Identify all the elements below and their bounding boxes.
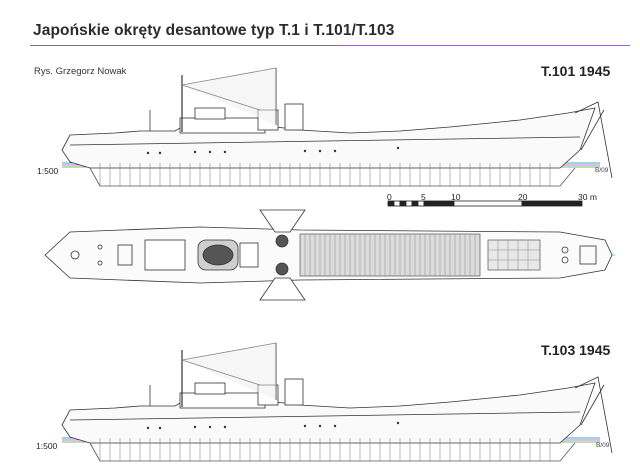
hull-hatch-top — [99, 163, 551, 186]
gun-mount-starboard — [275, 262, 289, 276]
scale-bar — [387, 200, 583, 207]
side-profile-bottom — [61, 342, 613, 462]
scalebar-tick-20: 20 — [518, 192, 528, 202]
scalebar-tick-0: 0 — [387, 192, 392, 202]
drawing-credit: Rys. Grzegorz Nowak — [34, 66, 127, 77]
scale-label-top: 1:500 — [37, 166, 59, 176]
landing-craft-icon — [202, 244, 234, 266]
stern-mark-top: B/09 — [595, 167, 609, 174]
page-title: Japońskie okręty desantowe typ T.1 i T.1… — [33, 22, 395, 39]
side-profile-top — [61, 67, 613, 187]
title-underline — [30, 45, 630, 46]
funnel-top — [284, 103, 304, 131]
deck-plan — [44, 209, 615, 301]
ship-name-top: T.101 1945 — [541, 63, 611, 79]
title-underline-accent — [340, 45, 630, 46]
scalebar-tick-10: 10 — [451, 192, 461, 202]
gun-mount-port — [275, 234, 289, 248]
scale-label-bottom: 1:500 — [36, 441, 58, 451]
ship-name-bottom: T.103 1945 — [541, 342, 611, 358]
scalebar-tick-5: 5 — [421, 192, 426, 202]
scalebar-tick-30: 30 m — [578, 192, 597, 202]
stern-mark-bottom: B/09 — [596, 442, 610, 449]
